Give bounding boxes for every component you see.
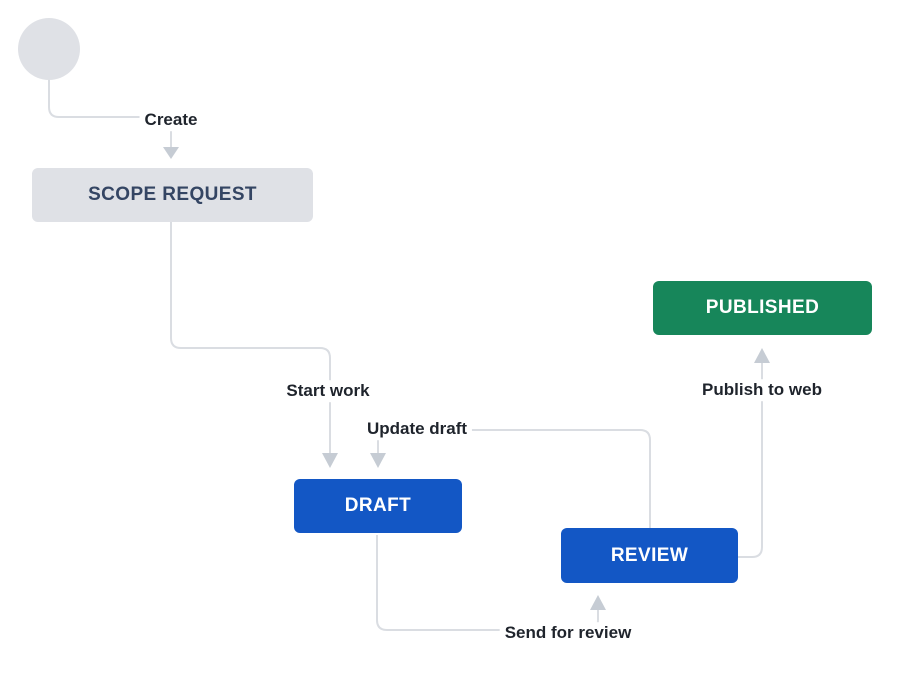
transition-label-create[interactable]: Create	[139, 109, 203, 131]
transition-label-update-draft[interactable]: Update draft	[361, 418, 473, 440]
status-node-draft[interactable]: DRAFT	[294, 479, 462, 533]
connector-start-work	[170, 222, 338, 468]
arrowhead-create	[163, 147, 179, 159]
connector-publish-to-web	[738, 348, 770, 558]
status-node-review[interactable]: REVIEW	[561, 528, 738, 583]
arrowhead-update-draft	[370, 453, 386, 468]
arrowhead-send-for-review	[590, 595, 606, 610]
transition-label-send-for-review[interactable]: Send for review	[499, 622, 637, 644]
transition-label-start-work[interactable]: Start work	[281, 380, 375, 402]
status-node-scope-request[interactable]: SCOPE REQUEST	[32, 168, 313, 222]
arrowhead-start-work	[322, 453, 338, 468]
transition-label-publish-to-web[interactable]: Publish to web	[697, 379, 827, 401]
initial-node-circle[interactable]	[18, 18, 80, 80]
arrowhead-publish-to-web	[754, 348, 770, 363]
status-node-published[interactable]: PUBLISHED	[653, 281, 872, 335]
